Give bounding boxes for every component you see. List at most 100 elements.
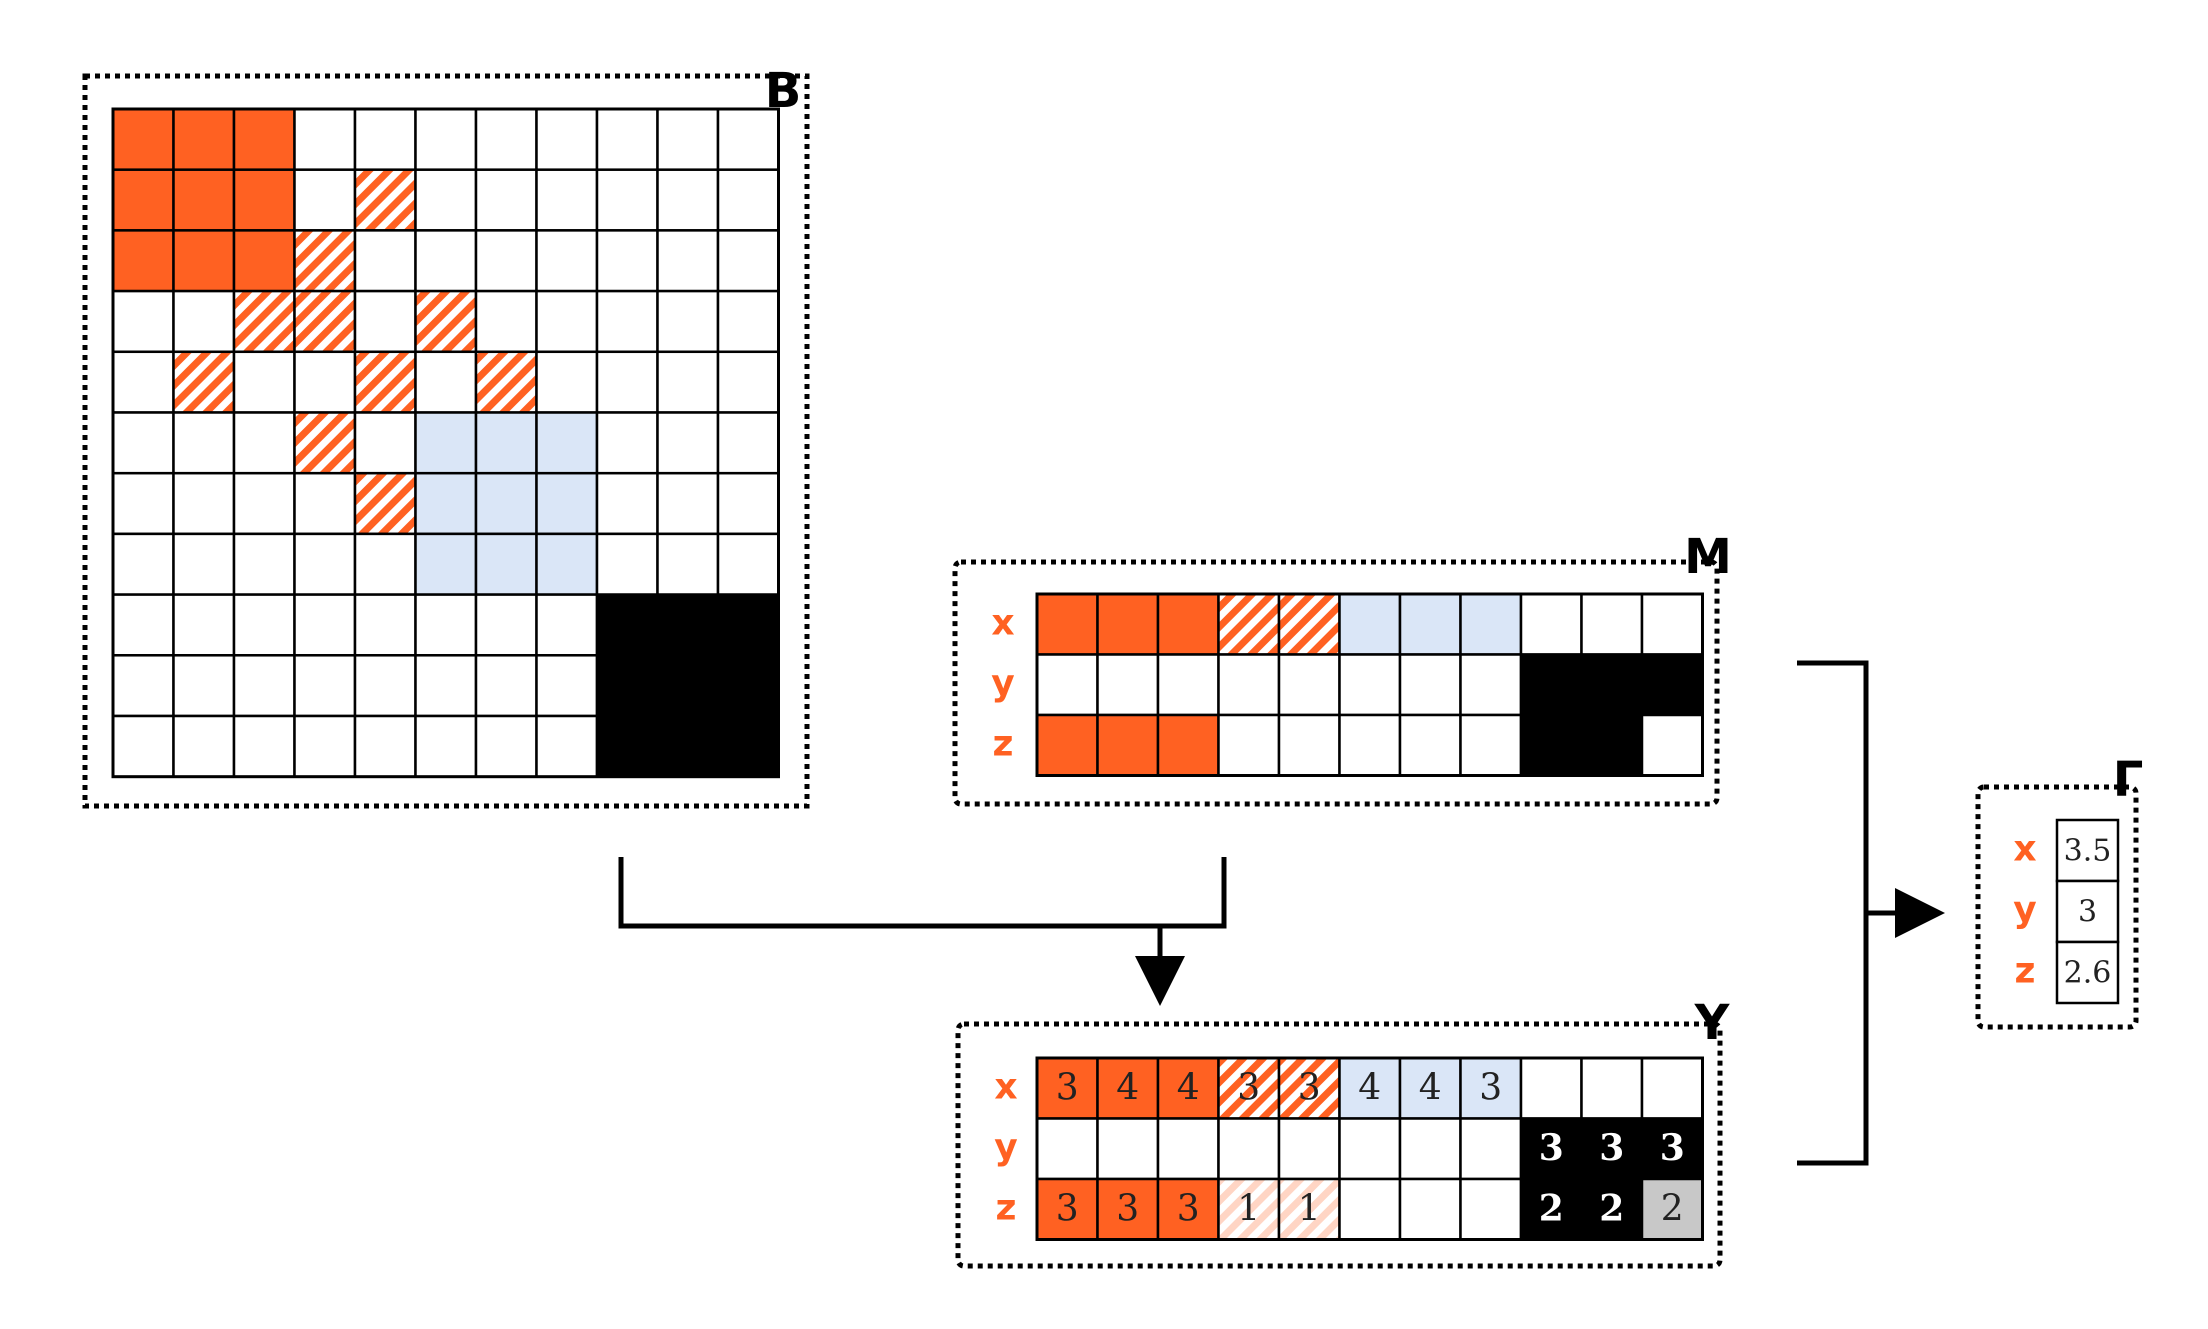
grid-b-cell (595, 593, 659, 657)
grid-b-cell (716, 289, 780, 354)
grid-b-cell (172, 289, 236, 354)
grid-y-cell-value: 3 (1479, 1067, 1502, 1108)
grid-b-cell (716, 532, 780, 596)
grid-b-cell (414, 168, 478, 232)
grid-b-cell (595, 532, 659, 596)
grid-b-cell (293, 107, 357, 171)
grid-b-cell (232, 229, 296, 293)
grid-y-cell-value: 4 (1116, 1067, 1139, 1108)
grid-m-cell (1398, 592, 1462, 656)
grid-m-cell (1519, 592, 1583, 656)
grid-b-cell (535, 107, 599, 171)
grid-y-cell (1096, 1117, 1160, 1181)
grid-b-cell (716, 107, 780, 171)
grid-b-cell (474, 168, 538, 232)
grid-b-cell (293, 714, 357, 778)
grid-b-cell (232, 350, 296, 414)
grid-b-cell (656, 168, 720, 232)
connectors (618, 660, 1945, 1166)
grid-m-cell (1640, 592, 1704, 656)
grid-b-cell (293, 593, 357, 657)
grid-m-cell (1277, 653, 1341, 717)
grid-b-cell (414, 411, 478, 475)
grid-b-cell (353, 471, 417, 536)
grid-b-cell (414, 593, 478, 657)
grid-b-cell (656, 350, 720, 414)
grid-b-cell (535, 350, 599, 414)
grid-b-cell (656, 107, 720, 171)
grid-m-cell (1156, 713, 1220, 777)
grid-m-cell (1217, 713, 1281, 777)
grid-b-cell (535, 593, 599, 657)
grid-m-cell (1217, 592, 1281, 656)
panel-y-row-label: y (994, 1127, 1017, 1168)
grid-m-cell (1519, 713, 1583, 777)
grid-y-cell-value: 3 (1599, 1127, 1624, 1169)
grid-b-cell (111, 229, 175, 293)
grid-b-cell (595, 350, 659, 414)
grid-b-cell (535, 229, 599, 293)
grid-b-cell (293, 411, 357, 475)
grid-b-cell (716, 168, 780, 232)
grid-b-cell (595, 168, 659, 232)
grid-b-cell (353, 168, 417, 232)
panel-y-row-label: x (994, 1066, 1017, 1107)
grid-y-cell-value: 2 (1661, 1188, 1684, 1229)
grid-gamma-cell (2055, 879, 2120, 944)
panel-gamma-row-label: z (2015, 951, 2036, 992)
grid-b-cell (111, 289, 175, 354)
panel-m-row-label: z (993, 723, 1014, 764)
grid-b-cell (474, 714, 538, 778)
grid-m-cell (1338, 713, 1402, 777)
grid-b-cell (535, 532, 599, 596)
grid-b-cell (595, 107, 659, 171)
grid-m-cell (1640, 653, 1704, 717)
grid-y-cell (1338, 1177, 1402, 1241)
grid-b-cell (656, 532, 720, 596)
grid-b-cell (535, 168, 599, 232)
grid-b-cell (172, 654, 236, 718)
grid-b-cell (474, 107, 538, 171)
grid-m-cell (1277, 713, 1341, 777)
grid-b-cell (232, 532, 296, 596)
grid-y-cell (1519, 1117, 1583, 1181)
grid-b-border (111, 107, 780, 779)
grid-y-cell (1519, 1177, 1583, 1241)
grid-b-cell (353, 229, 417, 293)
grid-b-cell (172, 107, 236, 171)
grid-b-cell (111, 411, 175, 475)
grid-y-cell-value: 2 (1599, 1187, 1624, 1229)
grid-y-cell (1096, 1177, 1160, 1241)
grid-y-cell (1398, 1117, 1462, 1181)
grid-b-cell (535, 411, 599, 475)
panel-y-label: Y (1694, 995, 1731, 1051)
grid-y-cell (1277, 1117, 1341, 1181)
grid-y-cell-value: 3 (1056, 1188, 1079, 1229)
grid-b-cell (111, 471, 175, 536)
grid-m-cell (1156, 592, 1220, 656)
grid-b-cell (535, 471, 599, 536)
grid-b-cell (595, 229, 659, 293)
grid-b-cell (353, 593, 417, 657)
grid-b-cell (172, 350, 236, 414)
grid-gamma-cell-value: 3 (2078, 895, 2097, 930)
grid-y-cell (1398, 1177, 1462, 1241)
connector-m-y-to-gamma (1797, 660, 1869, 1166)
grid-y-cell-value: 3 (1660, 1127, 1685, 1169)
grid-y-cell-value: 4 (1358, 1067, 1381, 1108)
panel-m: M xyz (952, 529, 1732, 807)
grid-b-cell (656, 229, 720, 293)
grid-y-cell-value: 4 (1419, 1067, 1442, 1108)
grid-b-cell (353, 350, 417, 414)
grid-b-cell (414, 350, 478, 414)
grid-b-cell (716, 411, 780, 475)
grid-b-cell (656, 654, 720, 718)
grid-m-cell (1035, 713, 1099, 777)
grid-b-cell (111, 532, 175, 596)
grid-m-cell (1459, 713, 1523, 777)
grid-b-cell (172, 471, 236, 536)
